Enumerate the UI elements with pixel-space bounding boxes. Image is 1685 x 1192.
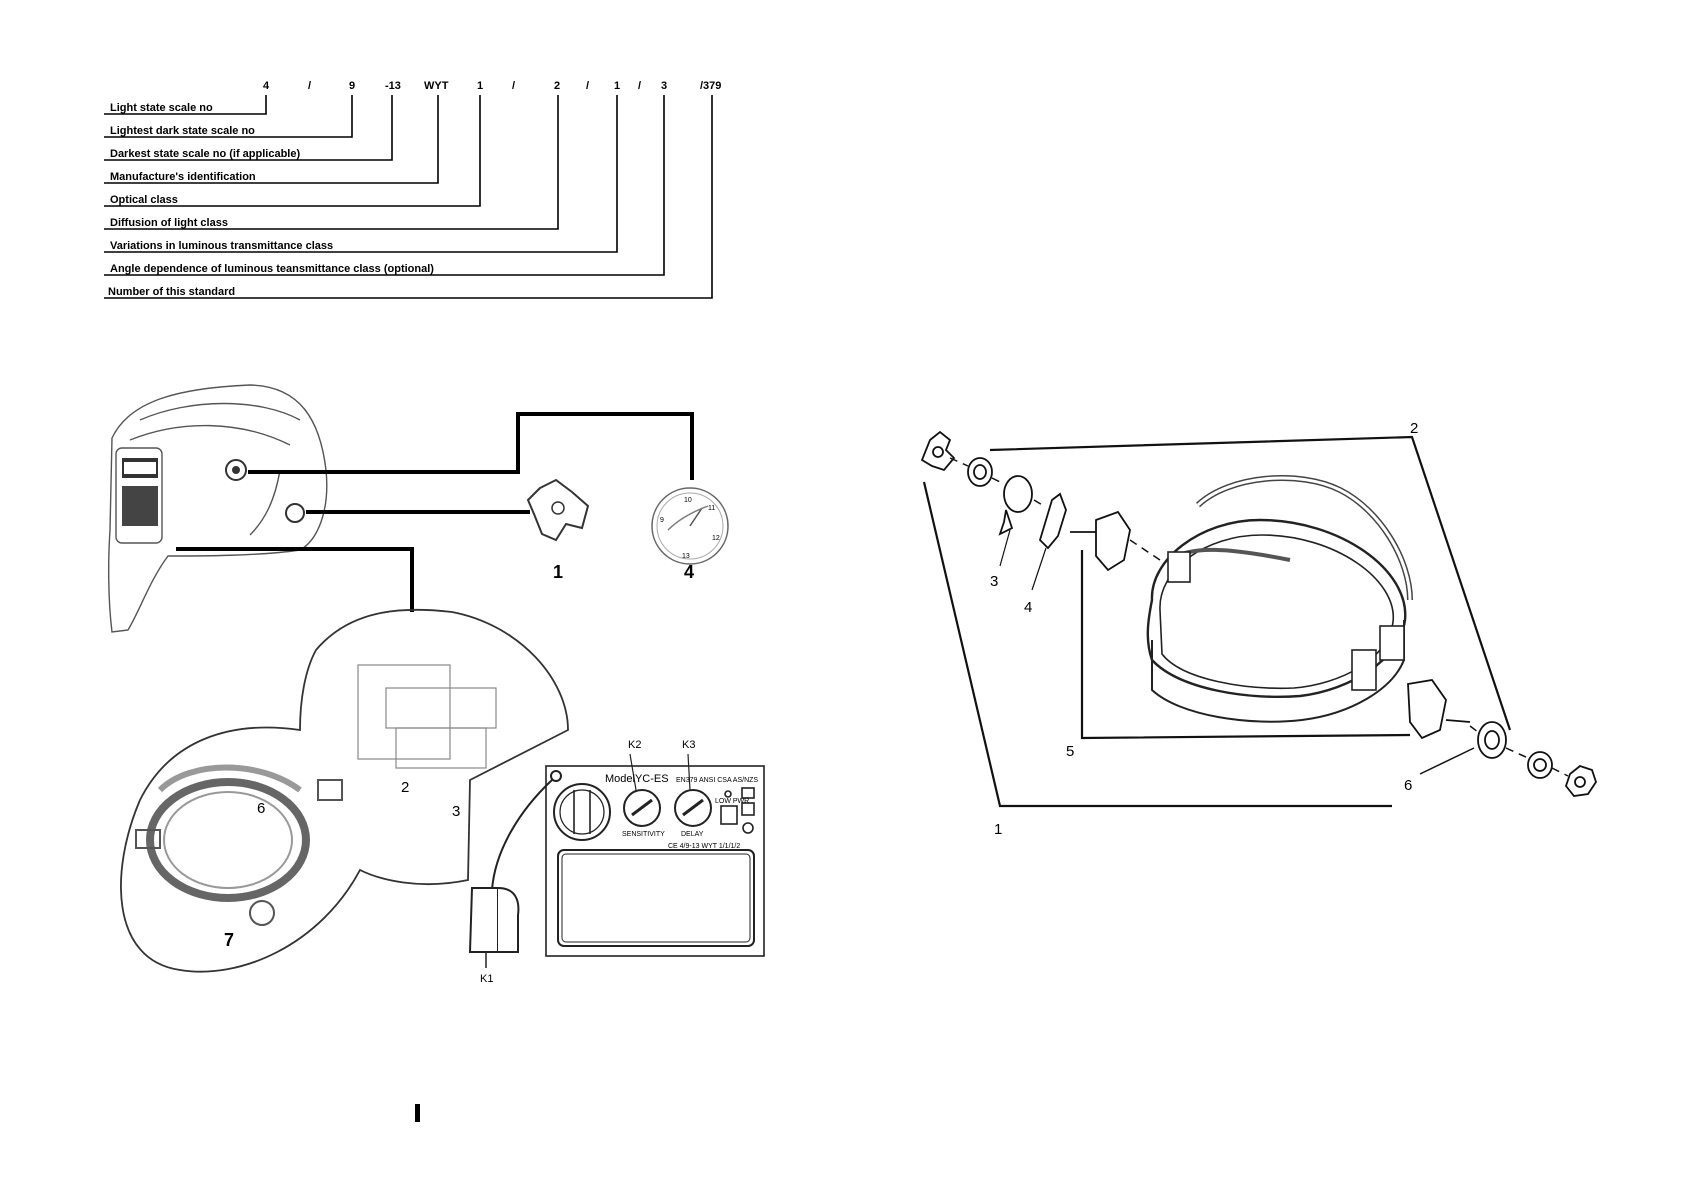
filter-cover-plate <box>357 664 451 760</box>
legend-label-6: Diffusion of light class <box>110 217 228 229</box>
exploded-callout-6: 6 <box>1404 777 1412 794</box>
code-light-state: 4 <box>263 80 270 92</box>
callout-headgear-inner: 6 <box>257 800 265 817</box>
headgear-knob <box>249 900 275 926</box>
legend-label-3: Darkest state scale no (if applicable) <box>110 148 300 160</box>
frame-line-top <box>989 435 1512 731</box>
leader-line-7 <box>104 95 618 253</box>
right-pivot-mount <box>1407 679 1447 740</box>
dial-number-9: 9 <box>660 517 664 524</box>
legend-label-5: Optical class <box>110 194 178 206</box>
low-power-label: LOW PWR <box>715 798 749 805</box>
marking-legend: 4 / 9 -13 WYT 1 / 2 / 1 / 3 /379 Light s… <box>104 80 721 299</box>
headgear-ring <box>146 778 310 902</box>
legend-label-7: Variations in luminous transmittance cla… <box>110 240 333 252</box>
left-pivot-mount <box>1095 510 1131 572</box>
code-sep: / <box>512 80 515 92</box>
leader-line-2 <box>104 95 353 138</box>
helmet-lens-frame <box>115 447 163 544</box>
helmet-overview <box>108 384 729 633</box>
ratchet-gear <box>1003 475 1033 513</box>
leader-line-6 <box>104 95 559 230</box>
page-mark <box>415 1104 420 1122</box>
code-sep: / <box>586 80 589 92</box>
connector-dial <box>248 412 694 480</box>
code-lightest-dark: 9 <box>349 80 355 92</box>
callout-k2: K2 <box>628 739 641 751</box>
detail-bubbles <box>120 608 569 973</box>
sensitivity-knob <box>623 789 661 827</box>
arc-sensor <box>468 887 499 953</box>
code-variation: 1 <box>614 80 620 92</box>
legend-label-8: Angle dependence of luminous teansmittan… <box>110 263 434 275</box>
legend-label-1: Light state scale no <box>110 102 213 114</box>
exploded-callout-5: 5 <box>1066 743 1074 760</box>
callout-filter-cover: 2 <box>401 779 409 796</box>
leader-line-3 <box>104 95 393 161</box>
sensitivity-knob-on-helmet <box>225 459 247 481</box>
filter-model-label: ModelYC-ES <box>605 773 669 785</box>
leader-line-4 <box>104 95 439 184</box>
code-angle: 3 <box>661 80 667 92</box>
callout-knob: 1 <box>553 562 563 582</box>
code-darkest: -13 <box>385 80 401 92</box>
dial-number-12: 12 <box>712 535 720 542</box>
frame-line-bottom <box>922 481 1392 808</box>
headgear-knob-on-helmet <box>285 503 305 523</box>
connector-filter <box>176 547 414 612</box>
callout-filter-cover-edge: 3 <box>452 803 460 820</box>
exploded-callout-1: 1 <box>994 821 1002 838</box>
callout-headgear: 7 <box>224 930 234 950</box>
ce-mark-label: CE 4/9-13 WYT 1/1/1/2 <box>668 843 740 850</box>
leader-4 <box>1031 547 1047 591</box>
legend-label-4: Manufacture's identification <box>110 171 256 183</box>
battery-cover <box>553 783 611 841</box>
frame-line-5 <box>1080 550 1411 740</box>
code-sep: / <box>638 80 641 92</box>
headgear-band <box>1146 475 1413 723</box>
callout-dial: 4 <box>684 562 694 582</box>
filter-standards-label: EN379 ANSI CSA AS/NZS <box>676 777 758 784</box>
code-diffusion: 2 <box>554 80 560 92</box>
dial-number-13: 13 <box>682 553 690 560</box>
adjustment-knob <box>526 478 590 542</box>
code-standard: /379 <box>700 80 721 92</box>
sensitivity-label: SENSITIVITY <box>622 831 665 838</box>
pivot-bracket <box>1038 492 1067 550</box>
leader-line-1 <box>104 95 267 115</box>
code-sep: / <box>308 80 311 92</box>
delay-knob <box>674 789 712 827</box>
code-optical: 1 <box>477 80 483 92</box>
leader-line-5 <box>104 95 481 207</box>
dial-number-11: 11 <box>708 505 715 512</box>
legend-label-2: Lightest dark state scale no <box>110 125 255 137</box>
exploded-headgear <box>922 435 1512 808</box>
code-manufacturer: WYT <box>424 80 449 92</box>
callout-k1: K1 <box>480 973 493 985</box>
assembly-axis-lines <box>949 457 1569 777</box>
exploded-parts <box>920 430 1597 797</box>
exploded-callout-3: 3 <box>990 573 998 590</box>
exploded-callout-2: 2 <box>1410 420 1418 437</box>
leader-line-9 <box>104 95 713 299</box>
exploded-callout-4: 4 <box>1024 599 1032 616</box>
sensor-cable <box>491 779 553 891</box>
dial-number-10: 10 <box>684 497 692 504</box>
legend-label-9: Number of this standard <box>108 286 235 298</box>
viewing-window <box>557 849 755 947</box>
callout-k3: K3 <box>682 739 695 751</box>
delay-label: DELAY <box>681 831 704 838</box>
leader-6 <box>1419 747 1475 775</box>
leader-3 <box>999 529 1011 567</box>
leader-line-8 <box>104 95 665 276</box>
shade-dial <box>651 487 729 565</box>
filter-cartridge <box>468 753 765 968</box>
